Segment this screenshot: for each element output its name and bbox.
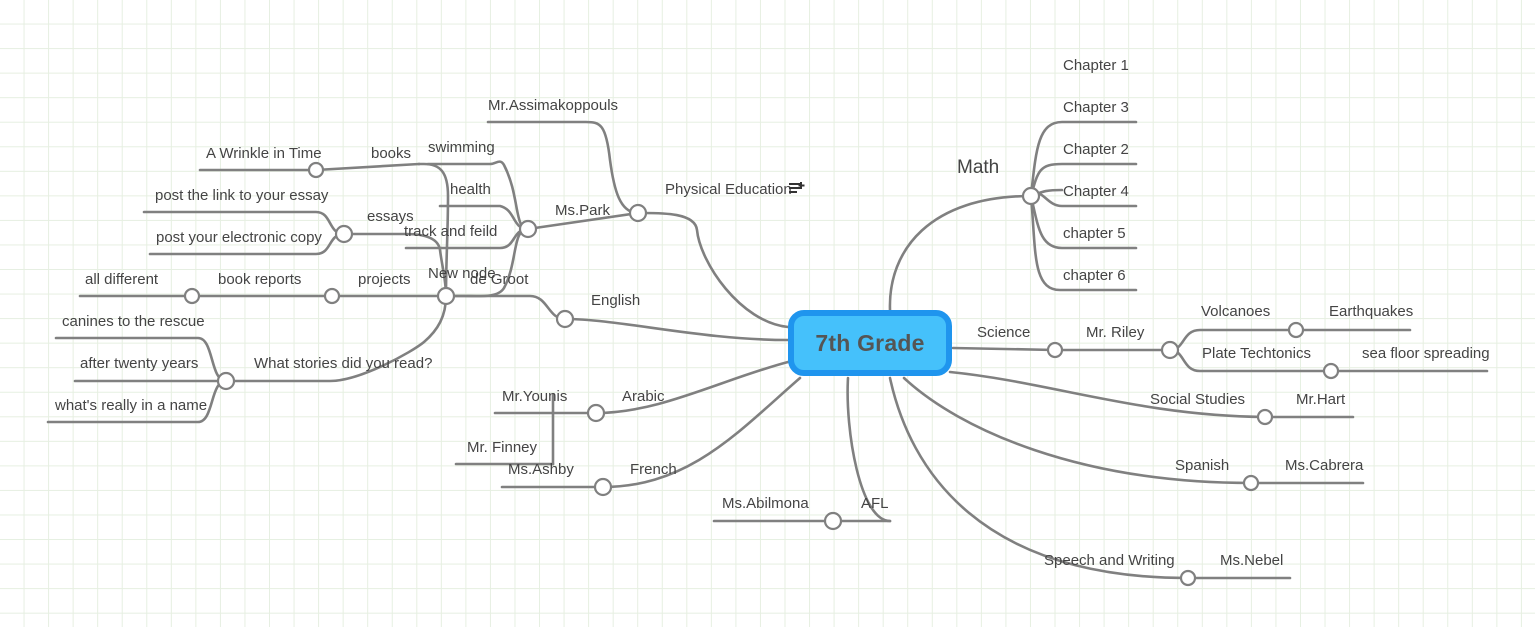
node-a-wrinkle-in-time[interactable]: A Wrinkle in Time (206, 145, 322, 162)
branch-math-to-chapter4 (1029, 188, 1064, 198)
node-what-stories-did-you-read[interactable]: What stories did you read? (254, 355, 433, 372)
node-social-studies[interactable]: Social Studies (1150, 391, 1246, 408)
node-english[interactable]: English (591, 292, 641, 309)
node-whats-really-in-a-name[interactable]: what's really in a name (55, 397, 208, 414)
node-essays[interactable]: essays (367, 208, 414, 225)
node-all-different[interactable]: all different (85, 271, 159, 288)
node-chapter-4[interactable]: Chapter 4 (1063, 183, 1129, 200)
note-add-icon[interactable] (789, 182, 805, 196)
joint-spanish[interactable] (1242, 474, 1260, 492)
joint-hub-newnode[interactable] (436, 286, 456, 306)
node-earthquakes[interactable]: Earthquakes (1329, 303, 1414, 320)
node-swimming[interactable]: swimming (428, 139, 495, 156)
joint-whatstories[interactable] (216, 371, 236, 391)
node-afl[interactable]: AFL (861, 495, 889, 512)
joint-afl[interactable] (823, 511, 843, 531)
node-book-reports[interactable]: book reports (218, 271, 302, 288)
joint-arabic[interactable] (586, 403, 606, 423)
node-projects[interactable]: projects (358, 271, 411, 288)
node-mr-assimakoppouls[interactable]: Mr.Assimakoppouls (488, 97, 619, 114)
node-chapter-2[interactable]: Chapter 2 (1063, 141, 1129, 158)
branch-root-to-physicaleducation (636, 211, 790, 329)
node-speech-and-writing[interactable]: Speech and Writing (1044, 552, 1175, 569)
node-physical-education[interactable]: Physical Education (665, 181, 792, 198)
joint-platetechtonics[interactable] (1322, 362, 1340, 380)
joint-bookreports[interactable] (183, 287, 201, 305)
node-volcanoes[interactable]: Volcanoes (1201, 303, 1271, 320)
node-books[interactable]: books (371, 145, 412, 162)
node-post-electronic-copy[interactable]: post your electronic copy (156, 229, 322, 246)
node-track-and-feild[interactable]: track and feild (404, 223, 498, 240)
node-spanish[interactable]: Spanish (1175, 457, 1230, 474)
joint-essays[interactable] (334, 224, 354, 244)
root-node-label: 7th Grade (815, 329, 925, 356)
node-sea-floor-spreading[interactable]: sea floor spreading (1362, 345, 1490, 362)
node-ms-ashby[interactable]: Ms.Ashby (508, 461, 574, 478)
node-ms-nebel[interactable]: Ms.Nebel (1220, 552, 1284, 569)
branch-books-to-awrinkleintime (198, 162, 421, 172)
joint-physicaleducation[interactable] (628, 203, 648, 223)
joint-projects[interactable] (323, 287, 341, 305)
node-post-the-link[interactable]: post the link to your essay (155, 187, 329, 204)
branch-root-to-math (888, 194, 1033, 312)
joint-books[interactable] (307, 161, 325, 179)
node-french[interactable]: French (630, 461, 677, 478)
node-arabic[interactable]: Arabic (622, 388, 665, 405)
node-plate-techtonics[interactable]: Plate Techtonics (1202, 345, 1311, 362)
node-chapter-5[interactable]: chapter 5 (1063, 225, 1126, 242)
joint-socialstudies[interactable] (1256, 408, 1274, 426)
node-canines-to-the-rescue[interactable]: canines to the rescue (62, 313, 205, 330)
node-chapter-3[interactable]: Chapter 3 (1063, 99, 1129, 116)
node-new-node[interactable]: New node (428, 265, 496, 282)
node-chapter-1[interactable]: Chapter 1 (1063, 57, 1129, 74)
node-mr-younis[interactable]: Mr.Younis (502, 388, 568, 405)
joint-french[interactable] (593, 477, 613, 497)
node-after-twenty-years[interactable]: after twenty years (80, 355, 199, 372)
joint-math[interactable] (1021, 186, 1041, 206)
node-de-groot[interactable]: de Groot (470, 271, 529, 288)
node-chapter-6[interactable]: chapter 6 (1063, 267, 1126, 284)
node-ms-park[interactable]: Ms.Park (555, 202, 611, 219)
node-mr-riley[interactable]: Mr. Riley (1086, 324, 1145, 341)
branch-english-to-newnodejoint (444, 294, 567, 321)
root-node-7th-grade[interactable]: 7th Grade (788, 310, 952, 376)
node-mr-hart[interactable]: Mr.Hart (1296, 391, 1346, 408)
joint-mrriley[interactable] (1160, 340, 1180, 360)
branch-root-to-speechandwriting (888, 376, 1190, 580)
branch-pe-to-mrassimakoppouls (486, 120, 640, 215)
node-science[interactable]: Science (977, 324, 1031, 341)
joint-volcanoes[interactable] (1287, 321, 1305, 339)
node-health[interactable]: health (450, 181, 491, 198)
node-ms-abilmona[interactable]: Ms.Abilmona (722, 495, 809, 512)
joint-speechandwriting[interactable] (1179, 569, 1197, 587)
joint-science[interactable] (1046, 341, 1064, 359)
branch-root-to-english (563, 317, 790, 342)
joint-english[interactable] (555, 309, 575, 329)
branch-root-to-science (951, 346, 1057, 352)
node-ms-cabrera[interactable]: Ms.Cabrera (1285, 457, 1364, 474)
node-mr-finney[interactable]: Mr. Finney (467, 439, 538, 456)
node-math[interactable]: Math (957, 157, 1000, 178)
joint-mspark[interactable] (518, 219, 538, 239)
